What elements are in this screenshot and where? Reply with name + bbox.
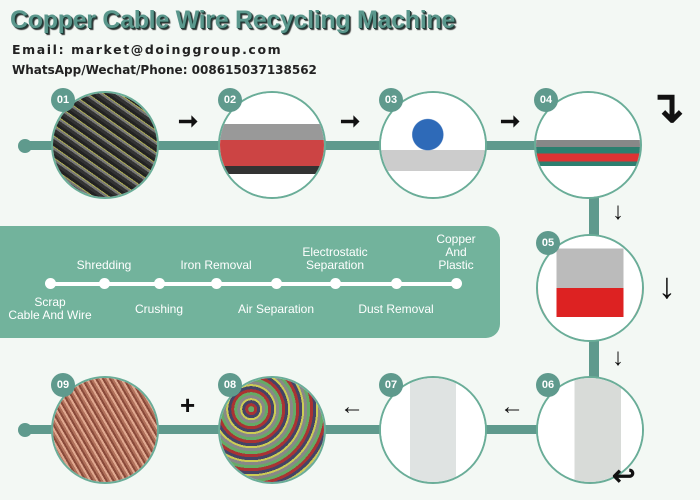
electrostatic-separator-image: [538, 378, 642, 482]
timeline-node: [154, 278, 165, 289]
step-number-badge: 09: [51, 373, 75, 397]
step-number-badge: 03: [379, 88, 403, 112]
timeline-node: [211, 278, 222, 289]
step-number-badge: 07: [379, 373, 403, 397]
step-05-circle: [536, 234, 644, 342]
step-number-badge: 06: [536, 373, 560, 397]
step-number-badge: 05: [536, 231, 560, 255]
crusher-machine-image: [381, 93, 485, 197]
phone-contact: WhatsApp/Wechat/Phone: 008615037138562: [12, 63, 317, 77]
arrow-down-icon: ↓: [612, 344, 624, 371]
plus-icon: +: [180, 390, 196, 420]
flow-end-dot: [18, 423, 32, 437]
step-number-badge: 02: [218, 88, 242, 112]
dust-collector-image: [381, 378, 485, 482]
arrow-turn-down-icon: ↴: [648, 83, 685, 132]
process-step-label: Iron Removal: [180, 258, 252, 272]
step-number-badge: 04: [534, 88, 558, 112]
process-step-label: Copper And Plastic: [436, 232, 476, 272]
process-step-label: Dust Removal: [358, 302, 434, 316]
step-04-circle: [534, 91, 642, 199]
timeline-node: [391, 278, 402, 289]
timeline-node: [271, 278, 282, 289]
page-title: Copper Cable Wire Recycling Machine: [10, 6, 455, 34]
arrow-right-icon: ➞: [178, 108, 199, 135]
arrow-down-icon: ↓: [658, 265, 676, 306]
flow-start-dot: [18, 139, 32, 153]
timeline-node: [45, 278, 56, 289]
arrow-left-icon: ←: [500, 393, 524, 420]
scrap-cable-wires-image: [53, 93, 157, 197]
plastic-granules-image: [220, 378, 324, 482]
timeline-node: [330, 278, 341, 289]
process-step-label: Electrostatic Separation: [302, 245, 368, 272]
process-timeline: [50, 282, 457, 286]
air-separator-image: [538, 236, 642, 340]
arrow-down-icon: ↓: [612, 198, 624, 225]
step-08-circle: [218, 376, 326, 484]
process-step-label: Scrap Cable And Wire: [8, 295, 92, 322]
timeline-node: [451, 278, 462, 289]
step-number-badge: 01: [51, 88, 75, 112]
copper-granules-image: [53, 378, 157, 482]
timeline-node: [99, 278, 110, 289]
arrow-right-icon: ➞: [340, 108, 361, 135]
step-01-circle: [51, 91, 159, 199]
process-step-label: Air Separation: [237, 302, 315, 316]
step-number-badge: 08: [218, 373, 242, 397]
shredder-machine-image: [220, 93, 324, 197]
process-step-label: Crushing: [134, 302, 184, 316]
email-contact: Email: market@doinggroup.com: [12, 42, 283, 57]
step-06-circle: [536, 376, 644, 484]
arrow-left-icon: ←: [340, 393, 364, 420]
arrow-right-icon: ➞: [500, 108, 521, 135]
process-step-label: Shredding: [76, 258, 132, 272]
arrow-turn-left-icon: ↩: [612, 460, 636, 491]
magnetic-iron-separator-image: [536, 93, 640, 197]
